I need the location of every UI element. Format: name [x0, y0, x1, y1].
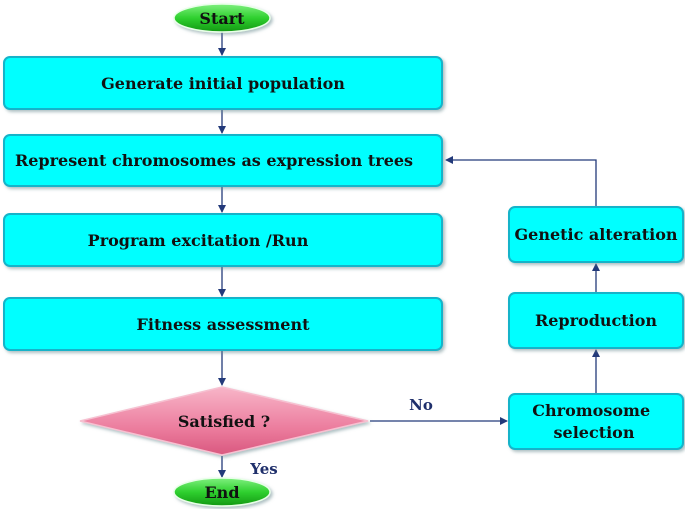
selection-line-1: Chromosome — [532, 401, 650, 420]
step-chromosome-selection-label: Chromosome selection — [532, 401, 655, 442]
selection-line-2: selection — [554, 423, 635, 442]
branch-no-label: No — [409, 396, 433, 414]
step-generate-population: Generate initial population — [3, 56, 443, 110]
decision-satisfied-label: Satisfied ? — [178, 412, 270, 431]
step-generate-population-label: Generate initial population — [101, 74, 345, 93]
step-fitness-assessment-label: Fitness assessment — [137, 315, 311, 334]
step-program-run-label: Program excitation /Run — [88, 231, 309, 250]
step-reproduction: Reproduction — [508, 292, 684, 349]
step-represent-chromosomes: Represent chromosomes as expression tree… — [3, 134, 443, 187]
step-represent-chromosomes-label: Represent chromosomes as expression tree… — [15, 151, 413, 170]
step-chromosome-selection: Chromosome selection — [508, 393, 684, 450]
step-reproduction-label: Reproduction — [535, 311, 657, 330]
step-program-run: Program excitation /Run — [3, 213, 443, 267]
step-genetic-alteration: Genetic alteration — [508, 206, 684, 263]
start-node: Start — [173, 3, 271, 33]
branch-yes-label: Yes — [249, 460, 277, 478]
end-label: End — [204, 483, 239, 502]
step-genetic-alteration-label: Genetic alteration — [514, 225, 677, 244]
start-label: Start — [199, 9, 245, 28]
arrow-alteration-to-represent — [445, 156, 597, 206]
connectors — [218, 32, 600, 478]
step-fitness-assessment: Fitness assessment — [3, 297, 443, 351]
end-node: End — [173, 477, 271, 507]
decision-satisfied: Satisfied ? — [79, 386, 369, 456]
